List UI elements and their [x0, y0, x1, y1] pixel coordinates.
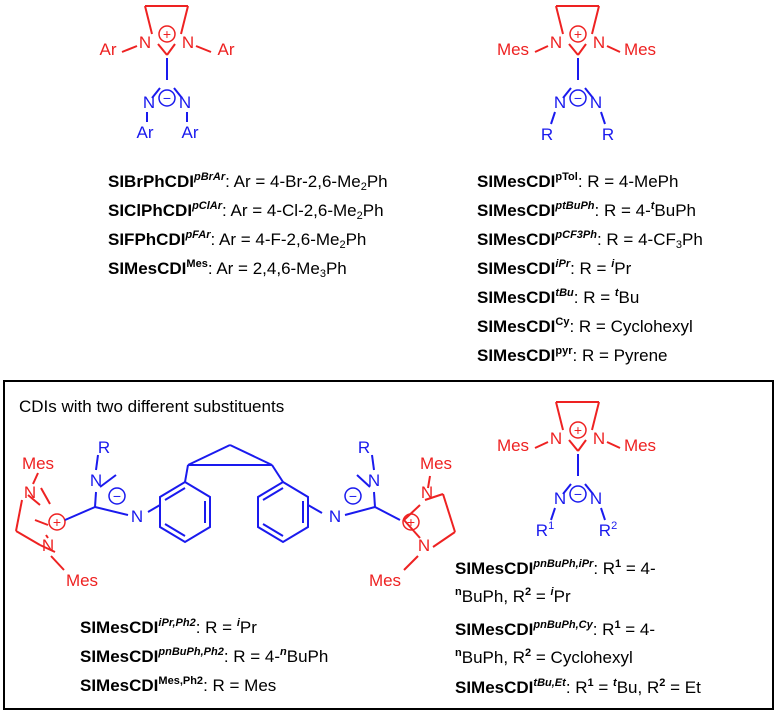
compound-label-cont: nBuPh, R2 = Cyclohexyl — [455, 647, 633, 668]
minus-charge: − — [163, 90, 171, 106]
compound-label: SIMesCDIpnBuPh,iPr: R1 = 4- — [455, 558, 656, 579]
compound-label: SIMesCDIpnBuPh,Cy: R1 = 4- — [455, 619, 656, 640]
compound-label: SIClPhCDIpClAr: Ar = 4-Cl-2,6-Me2Ph — [108, 200, 384, 222]
nitrogen-atom: N — [554, 93, 566, 112]
structure-mixed-cdi: + − N N Mes Mes N N R1 R2 — [497, 401, 656, 540]
mes-group: Mes — [624, 40, 656, 59]
compound-label: SIMesCDIpyr: R = Pyrene — [477, 345, 668, 366]
mes-group: Mes — [22, 454, 54, 473]
structure-ar-cdi: + − N N Ar Ar N N Ar Ar — [100, 5, 235, 142]
plus-charge: + — [407, 514, 415, 530]
two-substituent-box — [3, 380, 774, 710]
structure-bis-cdi: + N N Mes Mes − N R N — [15, 438, 456, 590]
r-group: R — [98, 438, 110, 457]
r-group: R — [358, 438, 370, 457]
plus-charge: + — [53, 514, 61, 530]
nitrogen-atom: N — [143, 93, 155, 112]
nitrogen-atom: N — [182, 33, 194, 52]
plus-charge: + — [574, 422, 582, 438]
nitrogen-atom: N — [179, 93, 191, 112]
nitrogen-atom: N — [42, 536, 54, 555]
nitrogen-atom: N — [24, 483, 36, 502]
ar-group: Ar — [137, 123, 154, 142]
nitrogen-atom: N — [550, 429, 562, 448]
minus-charge: − — [574, 486, 582, 502]
mes-group: Mes — [497, 436, 529, 455]
compound-label: SIFPhCDIpFAr: Ar = 4-F-2,6-Me2Ph — [108, 229, 367, 251]
mes-group: Mes — [66, 571, 98, 590]
nitrogen-atom: N — [90, 471, 102, 490]
compound-label: SIMesCDIptBuPh: R = 4-tBuPh — [477, 200, 697, 221]
nitrogen-atom: N — [368, 471, 380, 490]
compound-label: SIMesCDIpCF3Ph: R = 4-CF3Ph — [477, 229, 703, 251]
mes-group: Mes — [624, 436, 656, 455]
nitrogen-atom: N — [554, 489, 566, 508]
structure-mes-cdi: + − N N Mes Mes N N R R — [497, 5, 656, 144]
compound-label: SIMesCDIiPr,Ph2: R = iPr — [80, 617, 257, 638]
ar-group: Ar — [218, 40, 235, 59]
nitrogen-atom: N — [593, 33, 605, 52]
nitrogen-atom: N — [139, 33, 151, 52]
ar-group: Ar — [100, 40, 117, 59]
minus-charge: − — [349, 488, 357, 504]
compound-label: SIBrPhCDIpBrAr: Ar = 4-Br-2,6-Me2Ph — [108, 171, 388, 193]
nitrogen-atom: N — [418, 536, 430, 555]
nitrogen-atom: N — [550, 33, 562, 52]
compound-label: SIMesCDIMes,Ph2: R = Mes — [80, 675, 277, 696]
nitrogen-atom: N — [421, 483, 433, 502]
r-group: R — [541, 125, 553, 144]
compound-label-cont: nBuPh, R2 = iPr — [455, 586, 571, 607]
compound-label: SIMesCDICy: R = Cyclohexyl — [477, 316, 693, 337]
ar-group: Ar — [182, 123, 199, 142]
plus-charge: + — [163, 26, 171, 42]
mes-group: Mes — [369, 571, 401, 590]
compound-label: SIMesCDIMes: Ar = 2,4,6-Me3Ph — [108, 258, 347, 280]
nitrogen-atom: N — [131, 507, 143, 526]
r-group: R — [602, 125, 614, 144]
compound-label: SIMesCDItBu: R = tBu — [477, 287, 640, 308]
nitrogen-atom: N — [329, 507, 341, 526]
r2-group: R2 — [599, 520, 617, 540]
minus-charge: − — [113, 488, 121, 504]
box-title: CDIs with two different substituents — [19, 397, 285, 416]
compound-label: SIMesCDItBu,Et: R1 = tBu, R2 = Et — [455, 677, 701, 698]
compound-label: SIMesCDIiPr: R = iPr — [477, 258, 632, 279]
nitrogen-atom: N — [590, 93, 602, 112]
mes-group: Mes — [497, 40, 529, 59]
compound-label: SIMesCDIpnBuPh,Ph2: R = 4-nBuPh — [80, 646, 329, 667]
mes-group: Mes — [420, 454, 452, 473]
plus-charge: + — [574, 26, 582, 42]
r1-group: R1 — [536, 520, 554, 540]
compound-label: SIMesCDIpTol: R = 4-MePh — [477, 171, 679, 192]
minus-charge: − — [574, 90, 582, 106]
nitrogen-atom: N — [590, 489, 602, 508]
nitrogen-atom: N — [593, 429, 605, 448]
